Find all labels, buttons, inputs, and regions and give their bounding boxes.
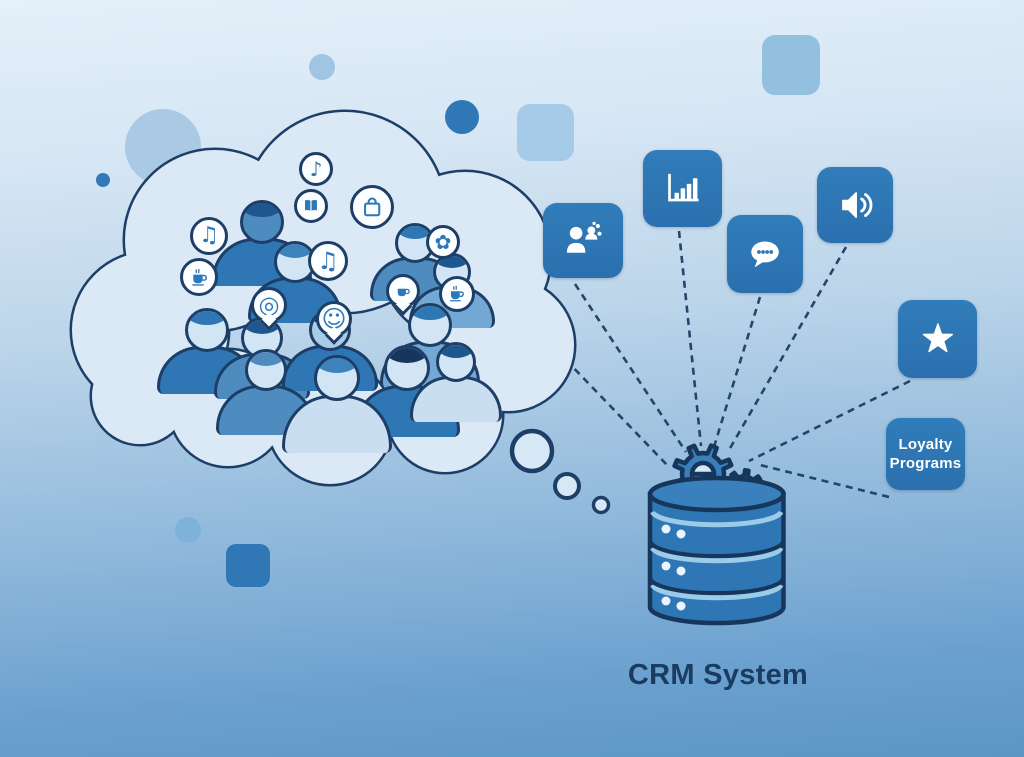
music-notes-large-icon: ♫ <box>308 241 348 281</box>
deco-square-top-mid <box>517 104 574 161</box>
chat-bubble-icon <box>727 215 803 293</box>
connector-cloud-to-crm <box>565 359 669 467</box>
connector-speaker-to-crm <box>727 246 848 451</box>
deco-circle-small-left <box>96 173 110 187</box>
deco-circle-top-dark <box>445 100 479 134</box>
badge-glyph: ♪ <box>309 157 323 181</box>
connector-chat-to-crm <box>711 296 762 451</box>
badge-glyph: ✿ <box>434 230 452 254</box>
badge-glyph: ◎ <box>258 291 280 319</box>
thought-bubble-trail <box>509 428 611 515</box>
crm-system-label: CRM System <box>627 659 809 691</box>
coffee-cup-icon <box>180 258 218 296</box>
mug-icon <box>386 274 420 308</box>
customer-segmentation-icon <box>543 203 623 278</box>
connector-chart-to-crm <box>677 230 703 447</box>
database-indicator-dots <box>661 524 686 611</box>
bar-chart-icon <box>643 150 722 227</box>
person-figure <box>282 355 392 453</box>
deco-circle-top <box>309 54 335 80</box>
smiley-icon: ☺ <box>316 301 352 337</box>
person-figure <box>410 342 502 423</box>
badge-glyph: ♫ <box>317 247 339 275</box>
badge-glyph: ♫ <box>199 223 219 248</box>
deco-circle-bottom-left <box>175 517 201 543</box>
loyalty-programs-label: Loyalty Programs <box>889 435 962 473</box>
connector-star-to-crm <box>748 379 911 463</box>
deco-square-top-right <box>762 35 820 95</box>
connector-loyalty-to-crm <box>759 463 890 499</box>
connector-segmentation-to-crm <box>573 283 688 453</box>
music-note-icon: ♪ <box>299 152 333 186</box>
target-icon: ◎ <box>251 287 287 323</box>
shopping-bag-icon <box>350 185 394 229</box>
person-figure <box>216 349 316 436</box>
flower-icon: ✿ <box>426 225 460 259</box>
deco-square-bottom-left <box>226 544 270 587</box>
database-icon <box>647 475 786 626</box>
music-notes-icon: ♫ <box>190 217 228 255</box>
badge-glyph: ☺ <box>321 305 347 333</box>
star-icon <box>898 300 977 378</box>
open-book-icon <box>294 189 328 223</box>
dashed-connectors <box>565 230 911 499</box>
speaker-icon <box>817 167 893 243</box>
coffee-cup-icon-2 <box>439 276 475 312</box>
loyalty-programs-box: Loyalty Programs <box>886 418 965 490</box>
